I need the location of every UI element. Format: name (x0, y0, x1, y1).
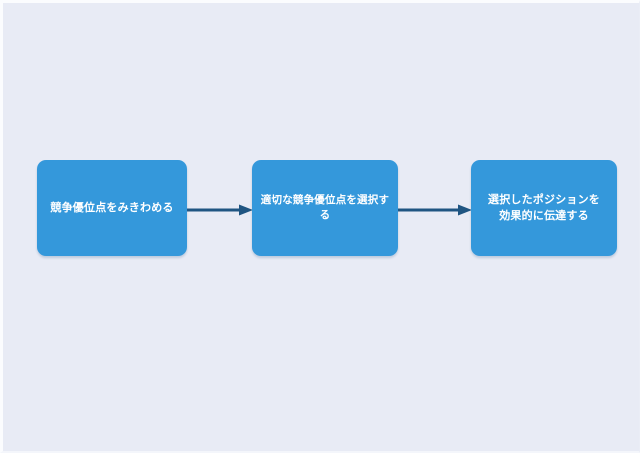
process-node-3[interactable]: 選択したポジションを 効果的に伝達する (471, 160, 617, 256)
process-flow: 競争優位点をみきわめる 適切な競争優位点を選択する 選択したポジションを 効果的… (3, 3, 639, 451)
process-node-2[interactable]: 適切な競争優位点を選択する (252, 160, 398, 256)
flow-arrow-2 (398, 202, 472, 218)
process-node-2-label: 適切な競争優位点を選択する (260, 194, 390, 221)
arrow-right-icon (398, 204, 472, 216)
process-node-1[interactable]: 競争優位点をみきわめる (37, 160, 187, 256)
process-node-3-label: 選択したポジションを 効果的に伝達する (488, 193, 600, 222)
arrow-right-icon (187, 204, 253, 216)
process-node-1-label: 競争優位点をみきわめる (50, 201, 174, 215)
flow-arrow-1 (187, 202, 253, 218)
